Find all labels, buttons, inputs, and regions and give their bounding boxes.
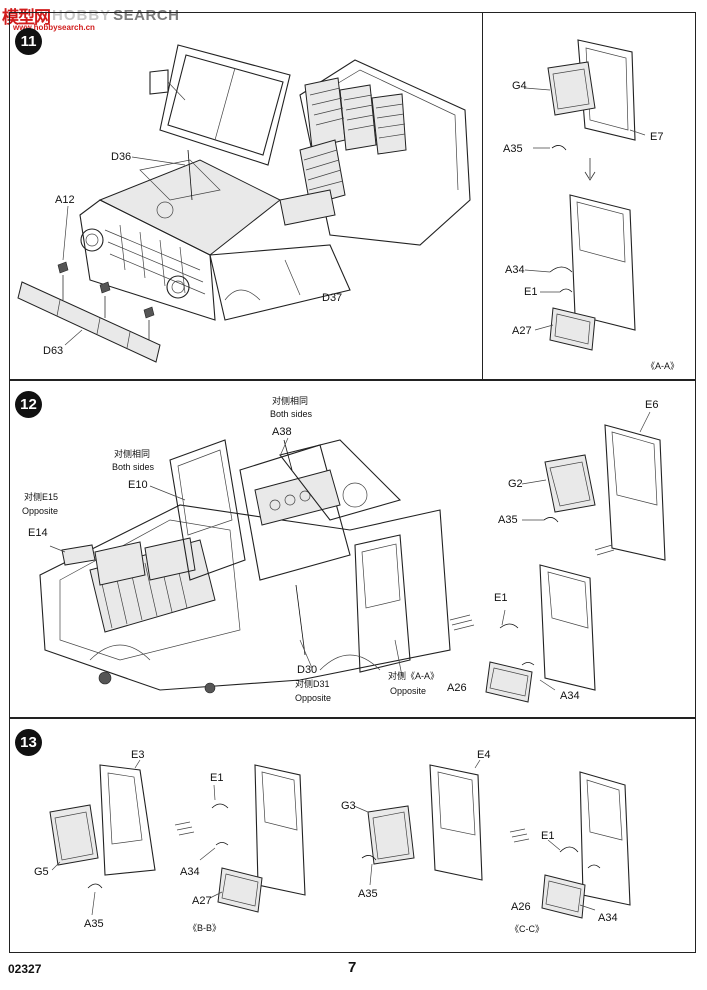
- part-label-a26-s13: A26: [511, 901, 531, 913]
- step-12-badge: 12: [15, 391, 42, 418]
- part-label-a27: A27: [512, 325, 532, 337]
- part-label-d30: D30: [297, 664, 318, 676]
- step-11-detail-art: [524, 39, 646, 351]
- note-opposite-aa-cn: 对侧《A-A》: [388, 671, 440, 681]
- part-label-a26: A26: [447, 682, 467, 694]
- part-label-e1: E1: [524, 286, 538, 298]
- part-label-a12: A12: [55, 194, 75, 206]
- part-label-e14: E14: [28, 527, 48, 539]
- note-opposite-1: Opposite: [22, 506, 59, 516]
- part-label-e4: E4: [477, 749, 491, 761]
- watermark-hobby: HOBBY: [52, 6, 112, 24]
- step-12-frame: [9, 380, 696, 718]
- part-label-d63: D63: [43, 345, 64, 357]
- note-both-sides-cn-1: 对侧相同: [272, 396, 309, 406]
- step-13-frame: [9, 718, 696, 953]
- view-label-aa: 《A-A》: [646, 361, 680, 371]
- part-label-e1-s12: E1: [494, 592, 508, 604]
- step-11-detail-frame: [482, 12, 696, 380]
- part-label-g2: G2: [508, 478, 523, 490]
- note-opposite-3: Opposite: [390, 686, 427, 696]
- note-opposite-2: Opposite: [295, 693, 332, 703]
- part-label-a35-s13r: A35: [358, 888, 378, 900]
- part-label-g3: G3: [341, 800, 356, 812]
- step-11-badge: 11: [15, 28, 42, 55]
- part-label-a35-s12: A35: [498, 514, 518, 526]
- part-label-d37: D37: [322, 292, 343, 304]
- step-12-detail-art: [485, 411, 666, 703]
- page-number: 7: [348, 959, 357, 976]
- step-12-vehicle: [39, 437, 475, 694]
- step-13-badge: 13: [15, 729, 42, 756]
- watermark-url: www.hobbysearch.cn: [13, 23, 95, 32]
- part-label-e6: E6: [645, 399, 659, 411]
- part-label-a35: A35: [503, 143, 523, 155]
- part-label-a34-s12: A34: [560, 690, 580, 702]
- note-opposite-e15-cn: 对侧E15: [24, 492, 59, 502]
- part-label-e3: E3: [131, 749, 145, 761]
- watermark-search: SEARCH: [113, 6, 180, 24]
- part-label-a34-s13r: A34: [598, 912, 618, 924]
- view-label-cc: 《C-C》: [510, 924, 544, 934]
- part-label-a34: A34: [505, 264, 525, 276]
- note-both-sides-1: Both sides: [270, 409, 313, 419]
- product-code: 02327: [8, 962, 42, 976]
- part-label-a34-s13l: A34: [180, 866, 200, 878]
- part-label-e7: E7: [650, 131, 664, 143]
- note-both-sides-2: Both sides: [112, 462, 155, 472]
- part-label-a35-s13l: A35: [84, 918, 104, 930]
- part-label-g4: G4: [512, 80, 527, 92]
- step-13-left-art: [49, 759, 306, 916]
- step-13-right-art: [353, 759, 631, 919]
- part-label-e10: E10: [128, 479, 148, 491]
- step-11-vehicle: [17, 44, 471, 363]
- part-label-d36: D36: [111, 151, 132, 163]
- note-both-sides-cn-2: 对侧相同: [114, 449, 151, 459]
- part-label-e1-s13r: E1: [541, 830, 555, 842]
- part-label-a38: A38: [272, 426, 292, 438]
- part-label-a27-s13: A27: [192, 895, 212, 907]
- part-label-e1-s13l: E1: [210, 772, 224, 784]
- view-label-bb: 《B-B》: [188, 923, 222, 933]
- note-opposite-d31-cn: 对侧D31: [295, 679, 330, 689]
- part-label-g5: G5: [34, 866, 49, 878]
